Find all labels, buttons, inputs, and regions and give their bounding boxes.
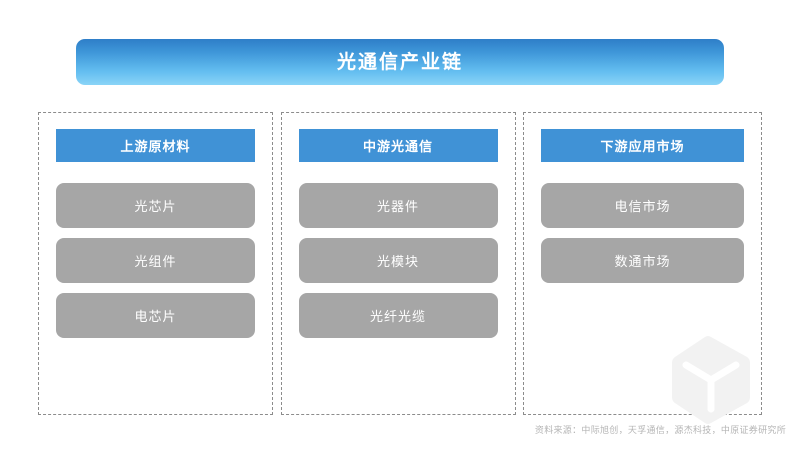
chain-stage-midstream: 中游光通信 光器件 光模块 光纤光缆 [280,112,516,415]
stage-item[interactable]: 光器件 [298,183,498,228]
stage-item-list-downstream: 电信市场 数通市场 [541,183,744,283]
stage-header-midstream: 中游光通信 [298,129,498,162]
chain-stage-downstream: 下游应用市场 电信市场 数通市场 [523,112,762,415]
stage-header-upstream: 上游原材料 [56,129,255,162]
stage-item[interactable]: 数通市场 [541,238,744,283]
source-note: 资料来源：中际旭创，天孚通信，源杰科技，中原证券研究所 [534,425,786,435]
stage-item[interactable]: 光组件 [56,238,255,283]
stage-item[interactable]: 光纤光缆 [298,293,498,338]
stage-item-list-upstream: 光芯片 光组件 电芯片 [56,183,255,338]
value-chain-columns: 上游原材料 光芯片 光组件 电芯片 中游光通信 光器件 光模块 光纤光缆 下游应… [38,112,762,415]
stage-item[interactable]: 光模块 [298,238,498,283]
stage-item[interactable]: 电芯片 [56,293,255,338]
stage-header-downstream: 下游应用市场 [541,129,744,162]
stage-item-list-midstream: 光器件 光模块 光纤光缆 [298,183,498,338]
chain-stage-upstream: 上游原材料 光芯片 光组件 电芯片 [38,112,273,415]
stage-item[interactable]: 电信市场 [541,183,744,228]
chart-title-text: 光通信产业链 [336,51,463,73]
chart-title-banner: 光通信产业链 [76,39,724,85]
stage-item[interactable]: 光芯片 [56,183,255,228]
